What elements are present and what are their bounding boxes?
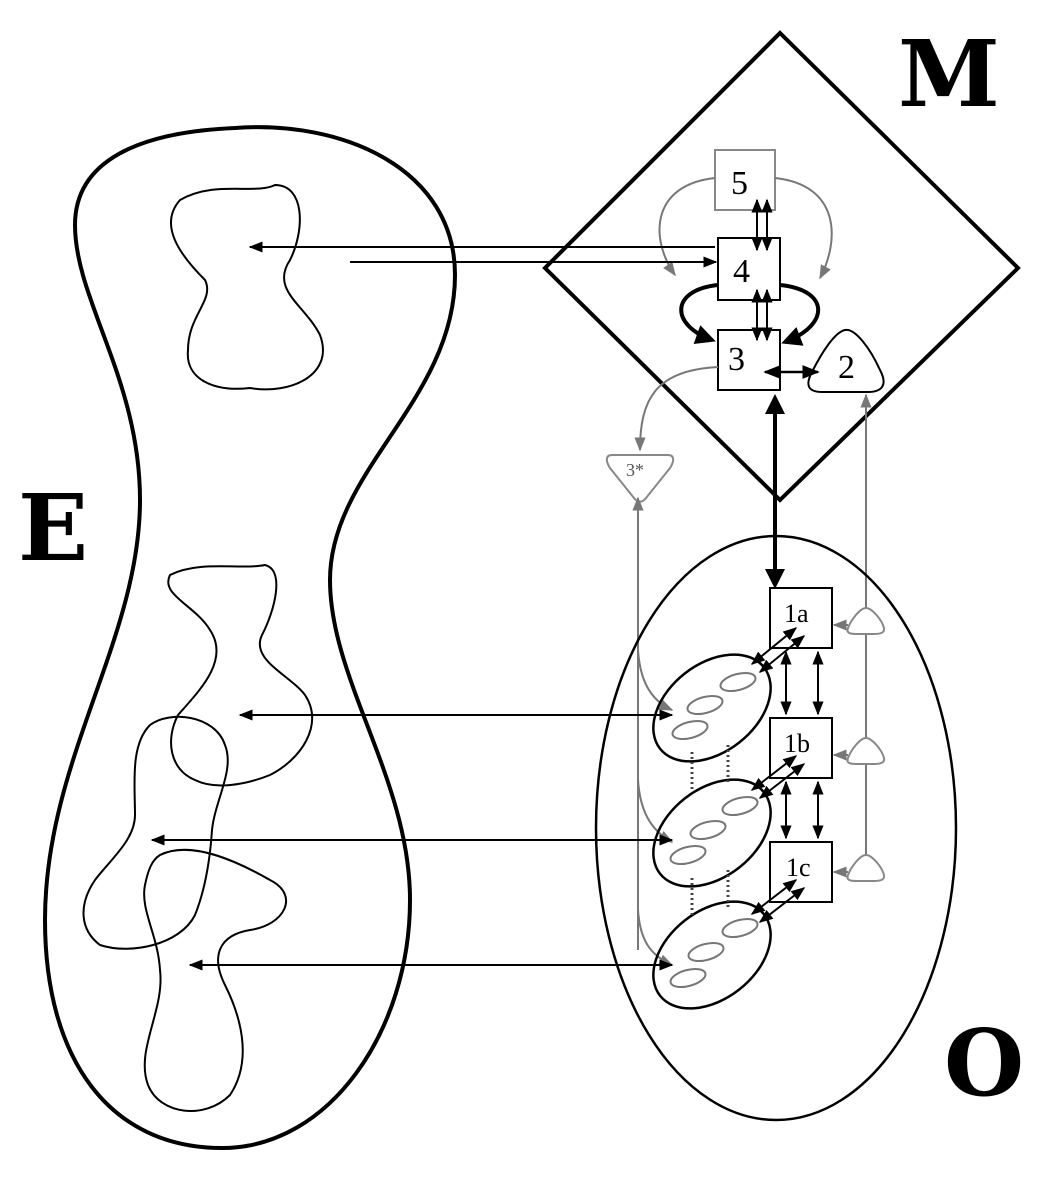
environment-future-blob (169, 183, 324, 391)
operation-a-ellipse (652, 653, 772, 763)
s5-right-loop (774, 177, 833, 280)
environment-region (42, 125, 458, 1151)
s3star-audit-branch-1 (637, 649, 674, 711)
operation-c-subunits (669, 917, 759, 989)
operations-label: O (944, 1009, 1024, 1117)
operation-b-subunits (669, 795, 759, 866)
metasystem-region: 5 4 3 2 (542, 30, 1021, 503)
system-1a-label: 1a (784, 599, 809, 628)
system-2-label: 2 (838, 349, 855, 386)
system-3star-label: 3* (626, 460, 644, 480)
environment-label: E (18, 474, 88, 582)
s4-s3-left-arc (679, 283, 719, 345)
regulator-1a-icon (846, 606, 886, 635)
system-1c-label: 1c (786, 853, 811, 882)
system-1b-label: 1b (784, 729, 810, 758)
s3-s4-right-arc (779, 283, 821, 346)
metasystem-label: M (898, 20, 1000, 128)
system-3-label: 3 (728, 341, 745, 378)
environment-blob-a (167, 563, 314, 787)
system-5-label: 5 (731, 165, 748, 202)
regulator-1c-icon (846, 853, 886, 882)
operation-a-subunits (671, 671, 757, 741)
s1c-operation-link-2 (758, 887, 806, 923)
environment-blob-c (143, 848, 288, 1112)
s5-left-loop (658, 177, 716, 277)
environment-blob-b (82, 715, 229, 950)
regulator-1b-icon (846, 736, 886, 765)
operation-b-ellipse (652, 778, 772, 888)
operations-boundary (594, 534, 958, 1122)
s3-to-s3star (634, 366, 719, 452)
system-4-label: 4 (733, 253, 750, 290)
environment-boundary (42, 125, 458, 1151)
system-2-shape (807, 328, 885, 393)
s1a-operation-link-2 (758, 635, 806, 673)
s3star-audit-branch-2 (637, 779, 674, 843)
operations-region: 1a 1b 1c (594, 534, 958, 1122)
s1b-operation-link-2 (758, 763, 806, 799)
